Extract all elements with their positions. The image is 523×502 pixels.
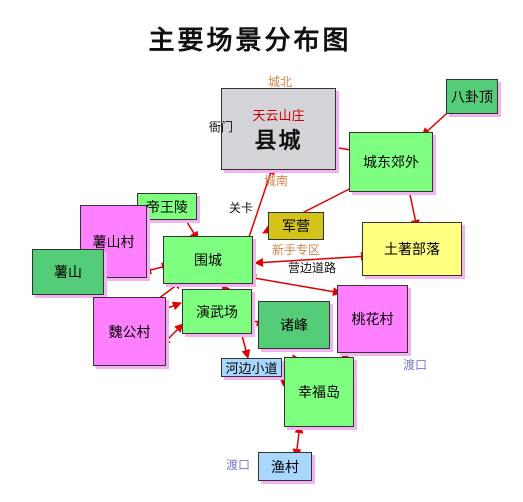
county-subtitle: 天云山庄 (252, 109, 305, 124)
node-army-camp[interactable]: 军营 (268, 212, 324, 240)
node-weicheng[interactable]: 围城 (163, 236, 253, 284)
node-drill-field[interactable]: 演武场 (182, 289, 252, 334)
node-label: 八卦顶 (451, 89, 493, 106)
node-county[interactable]: 天云山庄 县城 (221, 88, 336, 170)
node-label: 桃花村 (351, 312, 394, 328)
node-label: 演武场 (196, 304, 238, 321)
node-river-path[interactable]: 河边小道 (221, 358, 282, 377)
node-label: 军营 (282, 219, 310, 235)
label-city-south: 城南 (264, 174, 289, 188)
node-label: 魏公村 (108, 324, 151, 341)
node-label: 土著部落 (384, 242, 440, 258)
label-yamen: 衙门 (209, 120, 234, 134)
node-emperor-tomb[interactable]: 帝王陵 (137, 193, 197, 220)
node-label: 帝王陵 (146, 199, 188, 216)
label-camp-road: 营边道路 (288, 261, 337, 275)
label-rookie-zone: 新手专区 (272, 243, 321, 257)
node-label: 河边小道 (225, 362, 278, 377)
node-tribe[interactable]: 土著部落 (362, 222, 462, 276)
node-label: 渔村 (271, 459, 299, 476)
node-peach-village[interactable]: 桃花村 (337, 285, 408, 353)
label-city-north: 城北 (268, 75, 293, 89)
node-happy-island[interactable]: 幸福岛 (284, 357, 354, 427)
node-label: 城东郊外 (363, 155, 419, 171)
node-label: 幸福岛 (298, 385, 340, 401)
node-label: 诸峰 (280, 318, 308, 334)
edge-weicheng-peach (247, 273, 342, 297)
node-east-suburb[interactable]: 城东郊外 (349, 132, 433, 192)
node-label: 薯山村 (92, 234, 135, 251)
county-name: 县城 (254, 128, 303, 154)
label-ferry-east: 渡口 (403, 358, 428, 372)
label-ferry-south: 渡口 (226, 458, 251, 472)
node-zhufeng[interactable]: 诸峰 (258, 301, 330, 349)
node-bagua[interactable]: 八卦顶 (446, 79, 498, 114)
node-label: 围城 (194, 253, 222, 269)
label-guanka: 关卡 (229, 201, 254, 215)
page-title: 主要场景分布图 (148, 26, 352, 56)
node-shushan[interactable]: 薯山 (32, 249, 104, 295)
node-label: 薯山 (54, 265, 82, 281)
node-weigong-village[interactable]: 魏公村 (93, 297, 166, 366)
node-fishing-village[interactable]: 渔村 (258, 452, 312, 481)
